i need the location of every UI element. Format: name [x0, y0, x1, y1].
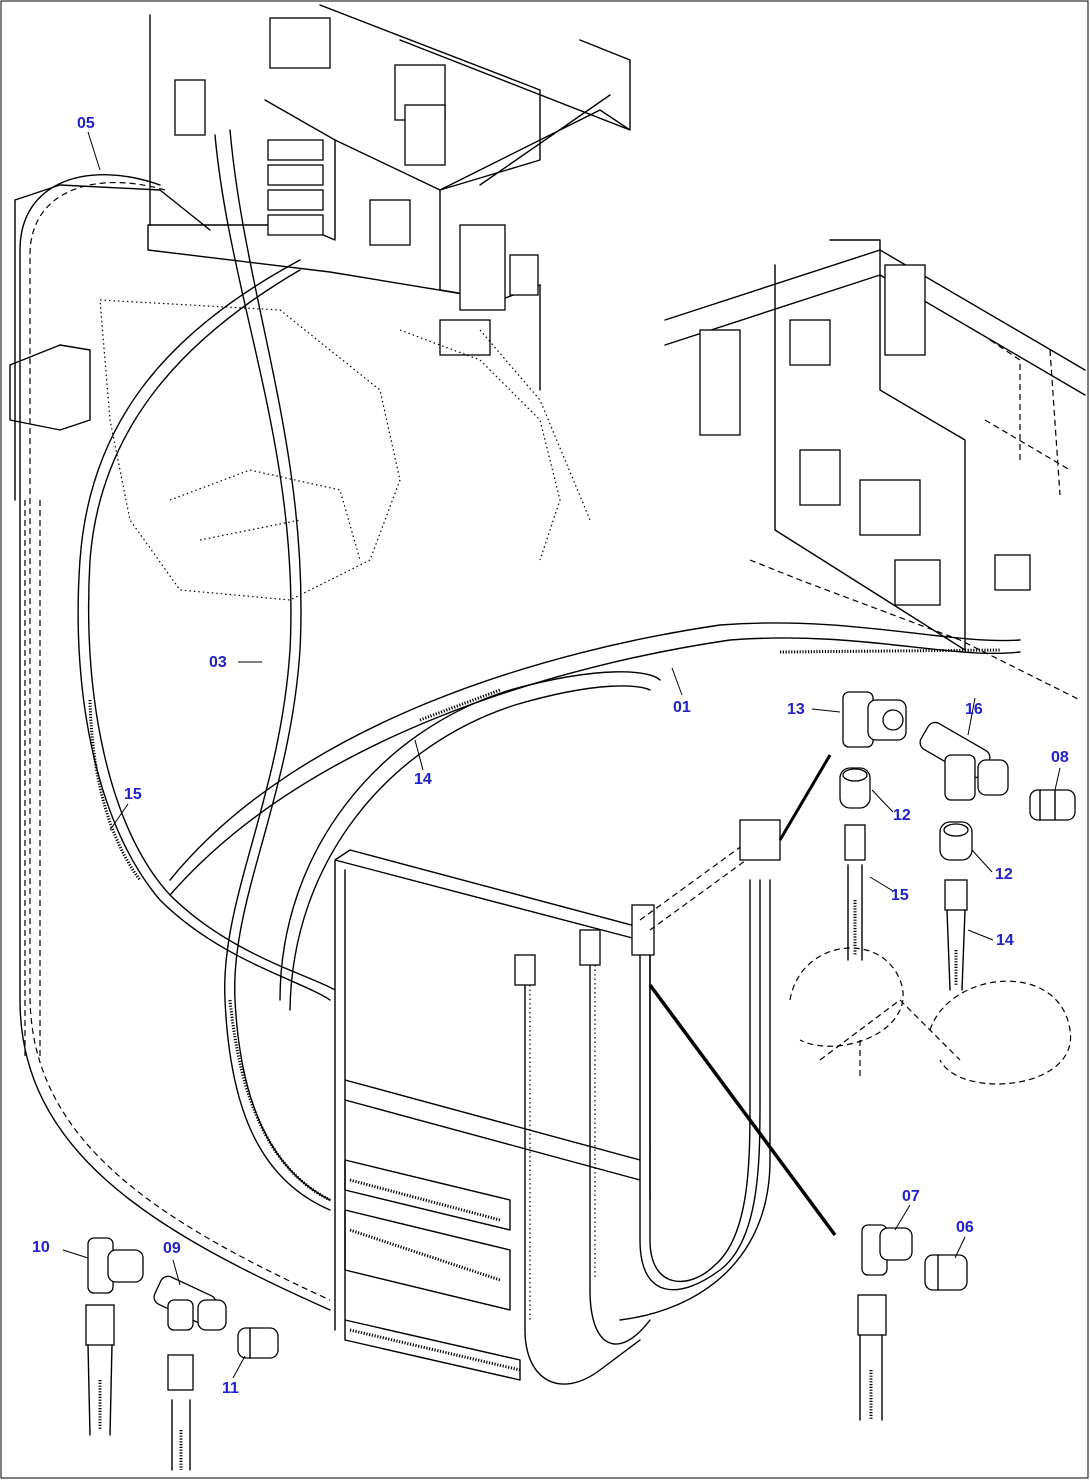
callout-10: 10 — [32, 1239, 50, 1256]
fitting-10 — [87, 1237, 144, 1294]
callout-03: 03 — [209, 654, 227, 671]
fitting-06 — [924, 1254, 968, 1291]
hose-01-outer — [169, 637, 1021, 896]
callout-08: 08 — [1051, 749, 1069, 766]
hose-end-14 — [944, 879, 968, 991]
tank-hoses — [514, 819, 781, 1385]
hose-end-15 — [844, 824, 866, 961]
hose-01-hatch — [779, 648, 1001, 654]
callout-12-upper: 12 — [893, 807, 911, 824]
engine-block — [9, 184, 591, 1060]
callout-15-right: 15 — [891, 887, 909, 904]
hose-end-07 — [857, 1294, 887, 1421]
hose-15-outer — [87, 269, 336, 991]
hose-end-10 — [85, 1304, 115, 1436]
hose-03 — [214, 134, 331, 1211]
hydraulic-tank — [334, 849, 651, 1381]
callout-16: 16 — [965, 701, 983, 718]
callout-07: 07 — [902, 1188, 920, 1205]
hose-14 — [279, 671, 661, 1001]
hose-14-hatch — [419, 688, 501, 722]
hose-03-hatch — [228, 999, 331, 1202]
callout-05: 05 — [77, 115, 95, 132]
callout-01: 01 — [673, 699, 691, 716]
callout-09: 09 — [163, 1240, 181, 1257]
hose-14-outer — [289, 685, 651, 1011]
hose-15 — [77, 259, 331, 1001]
fitting-11 — [237, 1327, 279, 1359]
callout-leaders — [62, 131, 1061, 1379]
fitting-16 — [919, 721, 1009, 801]
callout-12-right: 12 — [995, 866, 1013, 883]
hose-15-hatch — [88, 699, 142, 881]
callout-13: 13 — [787, 701, 805, 718]
hose-05-inner — [29, 182, 331, 1301]
upper-frame — [147, 4, 631, 391]
fitting-09 — [153, 1275, 227, 1331]
hose-end-09 — [167, 1354, 194, 1471]
hose-05 — [19, 173, 331, 1311]
pointer-line-lower — [648, 983, 837, 1237]
right-frame — [664, 239, 1086, 701]
hose-03-outer — [229, 129, 331, 1201]
hose-01 — [169, 622, 1021, 881]
right-dashed-parts — [789, 947, 1072, 1085]
fitting-07 — [861, 1224, 913, 1276]
callout-15-left: 15 — [124, 786, 142, 803]
callout-14-right: 14 — [996, 932, 1014, 949]
pointer-line-upper — [778, 754, 832, 841]
callout-11: 11 — [222, 1380, 239, 1397]
fitting-12b — [939, 821, 973, 861]
fitting-13 — [842, 691, 907, 748]
fitting-08 — [1029, 789, 1076, 821]
fitting-12a — [839, 767, 871, 809]
callout-06: 06 — [956, 1219, 974, 1236]
callout-14-upper: 14 — [414, 771, 432, 788]
